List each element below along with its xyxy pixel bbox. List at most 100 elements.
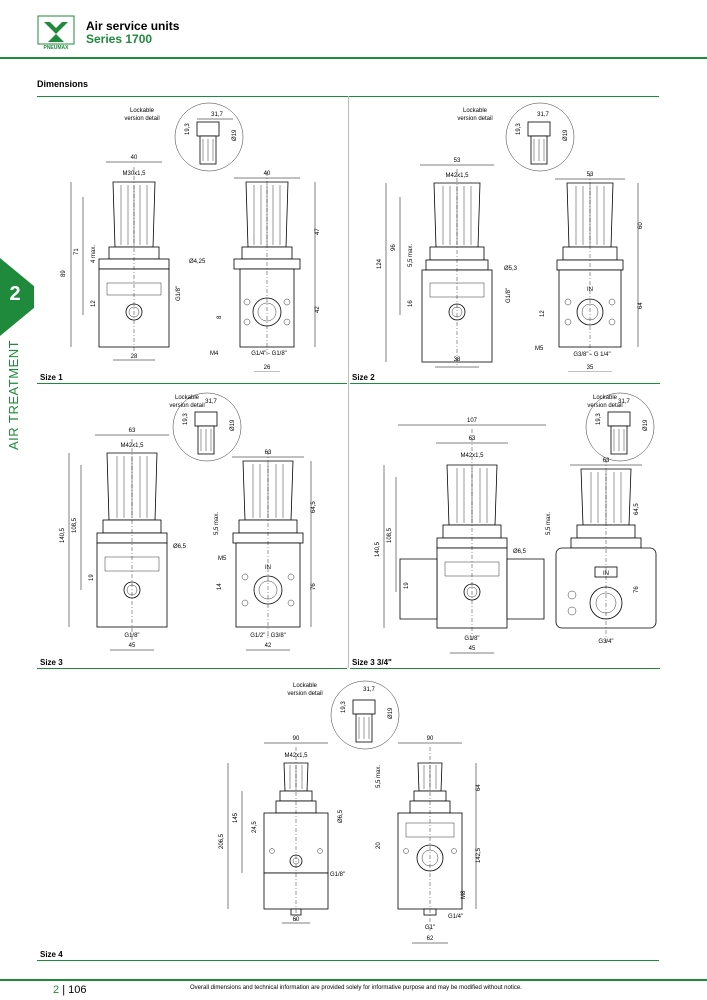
grid-vertical-divider — [348, 96, 349, 668]
p2-lock-w: 31,7 — [537, 112, 549, 118]
p4-lock-w: 31,7 — [618, 399, 630, 405]
p2-front-port: G1/8" — [506, 288, 512, 303]
p1-side-base: 26 — [264, 365, 271, 371]
chapter-label: AIR TREATMENT — [6, 339, 21, 450]
size1-rule — [37, 383, 347, 384]
p5-lock-w: 31,7 — [363, 687, 375, 693]
size4-rule — [37, 960, 659, 961]
p3-front-h4: 19 — [89, 574, 95, 581]
p4-front-width: 63 — [469, 436, 476, 442]
p4-lock-h: 19,3 — [596, 413, 602, 425]
p1-lock-label2: version detail — [124, 116, 159, 122]
size2-label: Size 2 — [352, 373, 375, 382]
p2-front-h1: 124 — [377, 258, 383, 269]
chapter-number: 2 — [9, 283, 21, 305]
p2-lock-d: Ø19 — [563, 129, 569, 141]
footer-divider — [0, 979, 707, 981]
p2-front-base: 38 — [454, 357, 461, 363]
p5-front-h3: 24,5 — [252, 821, 258, 833]
size1-label: Size 1 — [40, 373, 63, 382]
footer-disclaimer: Overall dimensions and technical informa… — [190, 985, 522, 991]
p3-lock-d: Ø19 — [230, 419, 236, 431]
p4-lock-d: Ø19 — [643, 419, 649, 431]
size3-34-drawing: Lockable version detail 31,7 19,3 Ø19 10… — [375, 392, 657, 654]
p3-side-h3: 5,5 max. — [214, 512, 220, 535]
p4-front-hole: Ø6,5 — [513, 549, 527, 555]
size4-label: Size 4 — [40, 950, 63, 959]
p3-lock-label2: version detail — [169, 403, 204, 409]
p2-lock-label2: version detail — [457, 116, 492, 122]
p3-side-gap: 14 — [217, 583, 223, 590]
p2-front-h2: 96 — [391, 244, 397, 251]
p4-side-ports: G3/4" — [598, 639, 613, 645]
p4-front-base: 45 — [469, 646, 476, 652]
p5-front-port: G1/8" — [330, 872, 345, 878]
size1-drawing: Lockable version detail 31,7 19,3 Ø19 40… — [61, 102, 321, 372]
p3-lock-label1: Lockable — [175, 395, 200, 401]
p5-front-h1: 206,5 — [219, 833, 225, 849]
p5-lock-d: Ø19 — [388, 707, 394, 719]
p2-front-hole: Ø5,3 — [504, 266, 518, 272]
p2-side-screw: M5 — [535, 346, 544, 352]
p3-side-screw: M5 — [218, 556, 227, 562]
p3-front-base: 45 — [129, 643, 136, 649]
p1-front-h2: 71 — [74, 248, 80, 255]
p3-side-ports: G1/2" - G3/8" — [250, 633, 286, 639]
p4-front-h1: 140,5 — [375, 541, 381, 557]
p1-front-base: 28 — [131, 354, 138, 360]
size3-34-label: Size 3 3/4" — [352, 658, 392, 667]
p1-front-hole: Ø4,25 — [189, 259, 206, 265]
p3-front-h2: 108,5 — [72, 517, 78, 533]
p5-side-width: 90 — [427, 736, 434, 742]
section-title: Dimensions — [37, 79, 89, 89]
p1-lock-h: 19,3 — [185, 123, 191, 135]
p1-front-h3: 4 max. — [91, 245, 97, 263]
p5-front-thread: M42x1,5 — [284, 753, 308, 759]
p2-side-ports: G3/8" - G 1/4" — [573, 352, 610, 358]
p5-side-h1: 5,5 max. — [376, 765, 382, 788]
size3-drawing: Lockable version detail 31,7 19,3 Ø19 63… — [60, 392, 317, 651]
p4-side-h3: 5,5 max. — [546, 512, 552, 535]
p4-side-h1: 64,5 — [634, 503, 640, 515]
size3-34-rule — [350, 668, 660, 669]
p2-side-h2: 64 — [638, 302, 644, 309]
p3-front-hole: Ø6,5 — [173, 544, 187, 550]
p4-front-overall: 107 — [467, 418, 478, 424]
p1-side-ports: G1/4" - G1/8" — [251, 351, 287, 357]
p1-lock-w: 31,7 — [211, 112, 223, 118]
p4-side-width: 63 — [603, 458, 610, 464]
p5-front-base: 60 — [293, 917, 300, 923]
p2-side-base: 35 — [587, 365, 594, 371]
page-subtitle: Series 1700 — [86, 32, 153, 46]
p3-front-h1: 140,5 — [60, 527, 66, 543]
p3-lock-w: 31,7 — [205, 399, 217, 405]
p1-side-screw: M4 — [210, 351, 219, 357]
p4-lock-label2: version detail — [587, 403, 622, 409]
logo-text: PNEUMAX — [43, 45, 69, 51]
p2-front-h3: 5,5 max. — [408, 244, 414, 267]
p4-front-h4: 19 — [404, 582, 410, 589]
page-separator: | — [62, 984, 69, 996]
p5-side-h3: 20 — [376, 842, 382, 849]
p4-front-thread: M42x1,5 — [460, 453, 484, 459]
p5-front-hole: Ø6,5 — [338, 809, 344, 823]
p5-side-port1: G1/4" — [448, 914, 463, 920]
size2-drawing: Lockable version detail 31,7 19,3 Ø19 53… — [377, 102, 644, 372]
p1-front-h4: 12 — [91, 300, 97, 307]
p2-lock-h: 19,3 — [516, 123, 522, 135]
p3-front-thread: M42x1,5 — [120, 443, 144, 449]
p2-lock-label1: Lockable — [463, 108, 488, 114]
p3-side-base: 42 — [265, 643, 272, 649]
page-index: 106 — [68, 984, 87, 996]
p5-side-h4: 142,5 — [476, 847, 482, 863]
page-number: 2 | 106 — [53, 984, 86, 996]
p5-lock-h: 19,3 — [341, 701, 347, 713]
p1-side-gap: 8 — [217, 315, 223, 319]
p5-side-screw: M8 — [461, 890, 467, 899]
p4-side-h2: 76 — [634, 586, 640, 593]
p2-side-h1: 60 — [638, 222, 644, 229]
p5-lock-label1: Lockable — [293, 683, 318, 689]
p1-side-h1: 47 — [315, 228, 321, 235]
p4-lock-label1: Lockable — [593, 395, 618, 401]
p1-side-h2: 42 — [315, 306, 321, 313]
